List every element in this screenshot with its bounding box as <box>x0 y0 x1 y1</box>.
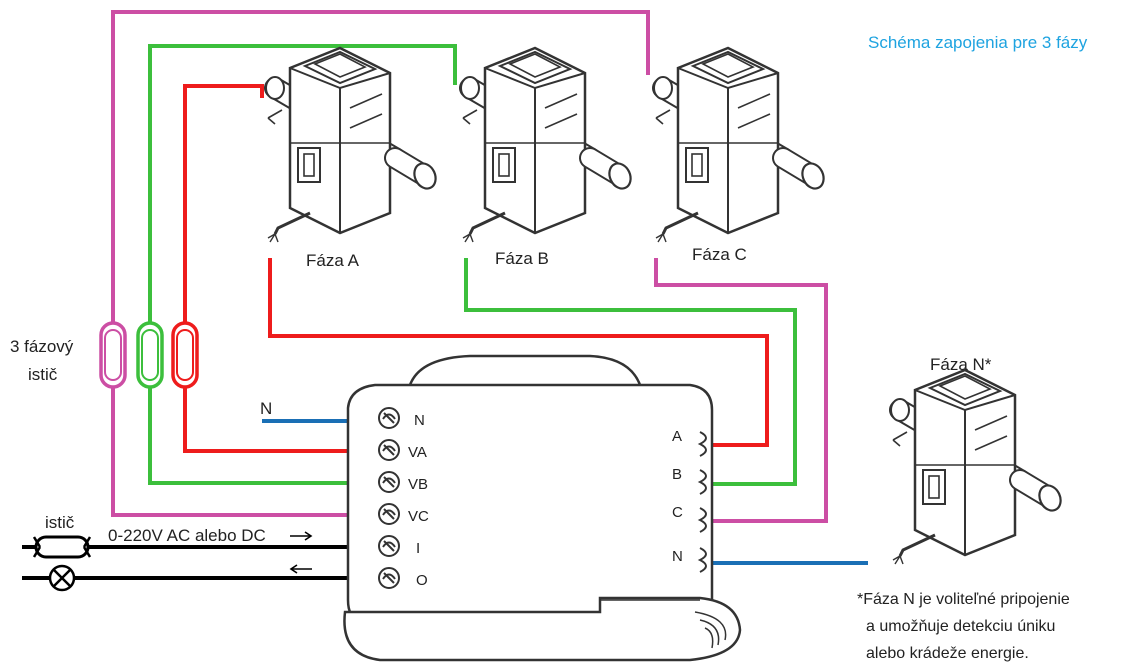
lamp-icon <box>48 564 76 592</box>
terminal-label-c: C <box>672 504 683 521</box>
ct-clamp-phase-a <box>266 48 440 242</box>
terminal-label-vc: VC <box>408 508 429 525</box>
clamp-label-phase-c: Fáza C <box>692 245 747 264</box>
terminal-label-va: VA <box>408 444 427 461</box>
three-phase-breaker <box>99 321 199 389</box>
right-terminal-block <box>697 431 707 573</box>
clamp-label-phase-n: Fáza N* <box>930 355 992 374</box>
terminal-label-i: I <box>416 540 420 557</box>
wire-phase-a-breaker-down <box>183 385 348 453</box>
single-breaker <box>32 535 92 559</box>
terminal-label-n: N <box>414 412 425 429</box>
supply-label: 0-220V AC alebo DC <box>108 526 266 545</box>
clamp-label-phase-b: Fáza B <box>495 249 549 268</box>
wire-phase-c-ct-out <box>654 258 828 523</box>
relay-module <box>343 354 742 662</box>
wire-phase-c-breaker-down <box>111 385 348 517</box>
ct-clamp-phase-n <box>891 370 1065 564</box>
wire-phase-b-breaker-down <box>148 385 348 485</box>
breaker3-label-line1: 3 fázový <box>10 337 74 356</box>
terminal-label-a: A <box>672 428 682 445</box>
return-arrow-left-icon <box>289 564 312 574</box>
terminal-label-b: B <box>672 466 682 483</box>
wire-phase-b-input <box>148 44 457 350</box>
neutral-wire-label: N <box>260 399 272 418</box>
breaker3-label-line2: istič <box>28 365 58 384</box>
diagram-title: Schéma zapojenia pre 3 fázy <box>868 33 1088 52</box>
ct-clamp-phase-b <box>461 48 635 242</box>
note-line-1: *Fáza N je voliteľné pripojenie <box>857 591 1070 608</box>
left-terminal-block <box>378 407 400 589</box>
note-line-2: a umožňuje detekciu úniku <box>866 618 1055 635</box>
wire-phase-a-input <box>183 84 264 350</box>
wire-phase-c-input <box>111 10 650 350</box>
clamp-label-phase-a: Fáza A <box>306 251 360 270</box>
single-breaker-label: istič <box>45 513 75 532</box>
supply-arrow-right-icon <box>290 531 313 541</box>
terminal-label-n-right: N <box>672 548 683 565</box>
wire-phase-a-ct-out <box>268 258 769 447</box>
ct-clamp-phase-c <box>654 48 828 242</box>
note-line-3: alebo krádeže energie. <box>866 645 1029 662</box>
terminal-label-o: O <box>416 572 428 589</box>
terminal-label-vb: VB <box>408 476 428 493</box>
wire-phase-b-ct-out <box>464 258 797 486</box>
